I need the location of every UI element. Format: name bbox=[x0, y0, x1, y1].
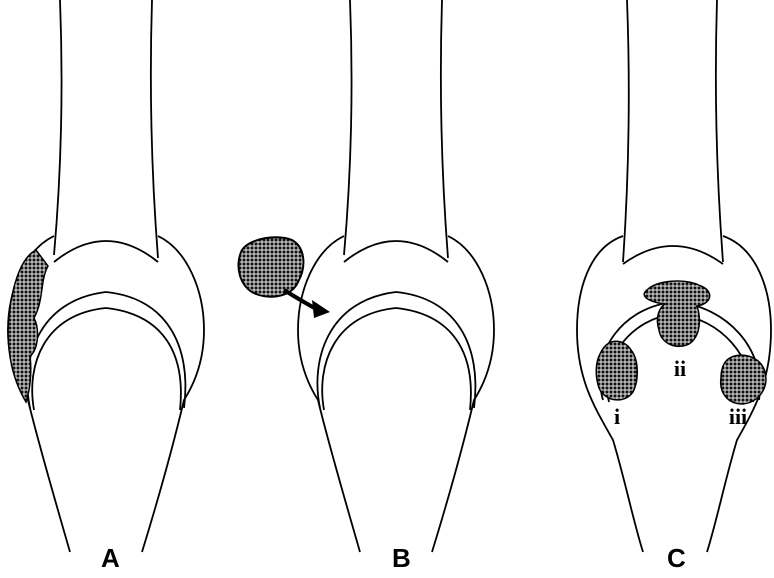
panel-a-lesion bbox=[8, 250, 48, 402]
panel-c-bone bbox=[577, 0, 771, 552]
panel-c-lesion-ii bbox=[644, 281, 710, 346]
panel-b-lesion bbox=[238, 237, 303, 296]
panel-c-lesion-iii bbox=[721, 355, 766, 404]
panel-b-arrowhead bbox=[312, 300, 330, 318]
panel-label-c: C bbox=[667, 545, 686, 571]
lesion-label-i: i bbox=[614, 404, 620, 429]
panel-a-bone bbox=[8, 0, 204, 552]
panel-b-bone bbox=[298, 0, 494, 552]
lesion-label-iii: iii bbox=[729, 404, 747, 429]
lesion-label-ii: ii bbox=[674, 356, 686, 381]
panel-label-b: B bbox=[392, 545, 411, 571]
panel-label-a: A bbox=[101, 545, 120, 571]
panel-c-lesion-i bbox=[596, 341, 637, 400]
